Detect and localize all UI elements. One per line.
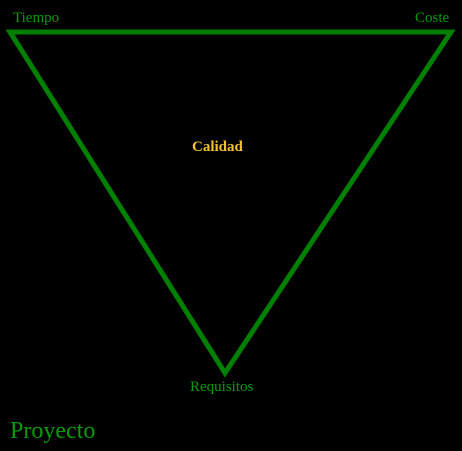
triangle-outline [5, 29, 456, 378]
vertex-label-tiempo: Tiempo [13, 10, 60, 26]
diagram-title: Proyecto [10, 418, 96, 444]
vertex-label-requisitos: Requisitos [190, 379, 254, 395]
vertex-label-coste: Coste [415, 10, 450, 26]
center-label-calidad: Calidad [192, 139, 243, 155]
